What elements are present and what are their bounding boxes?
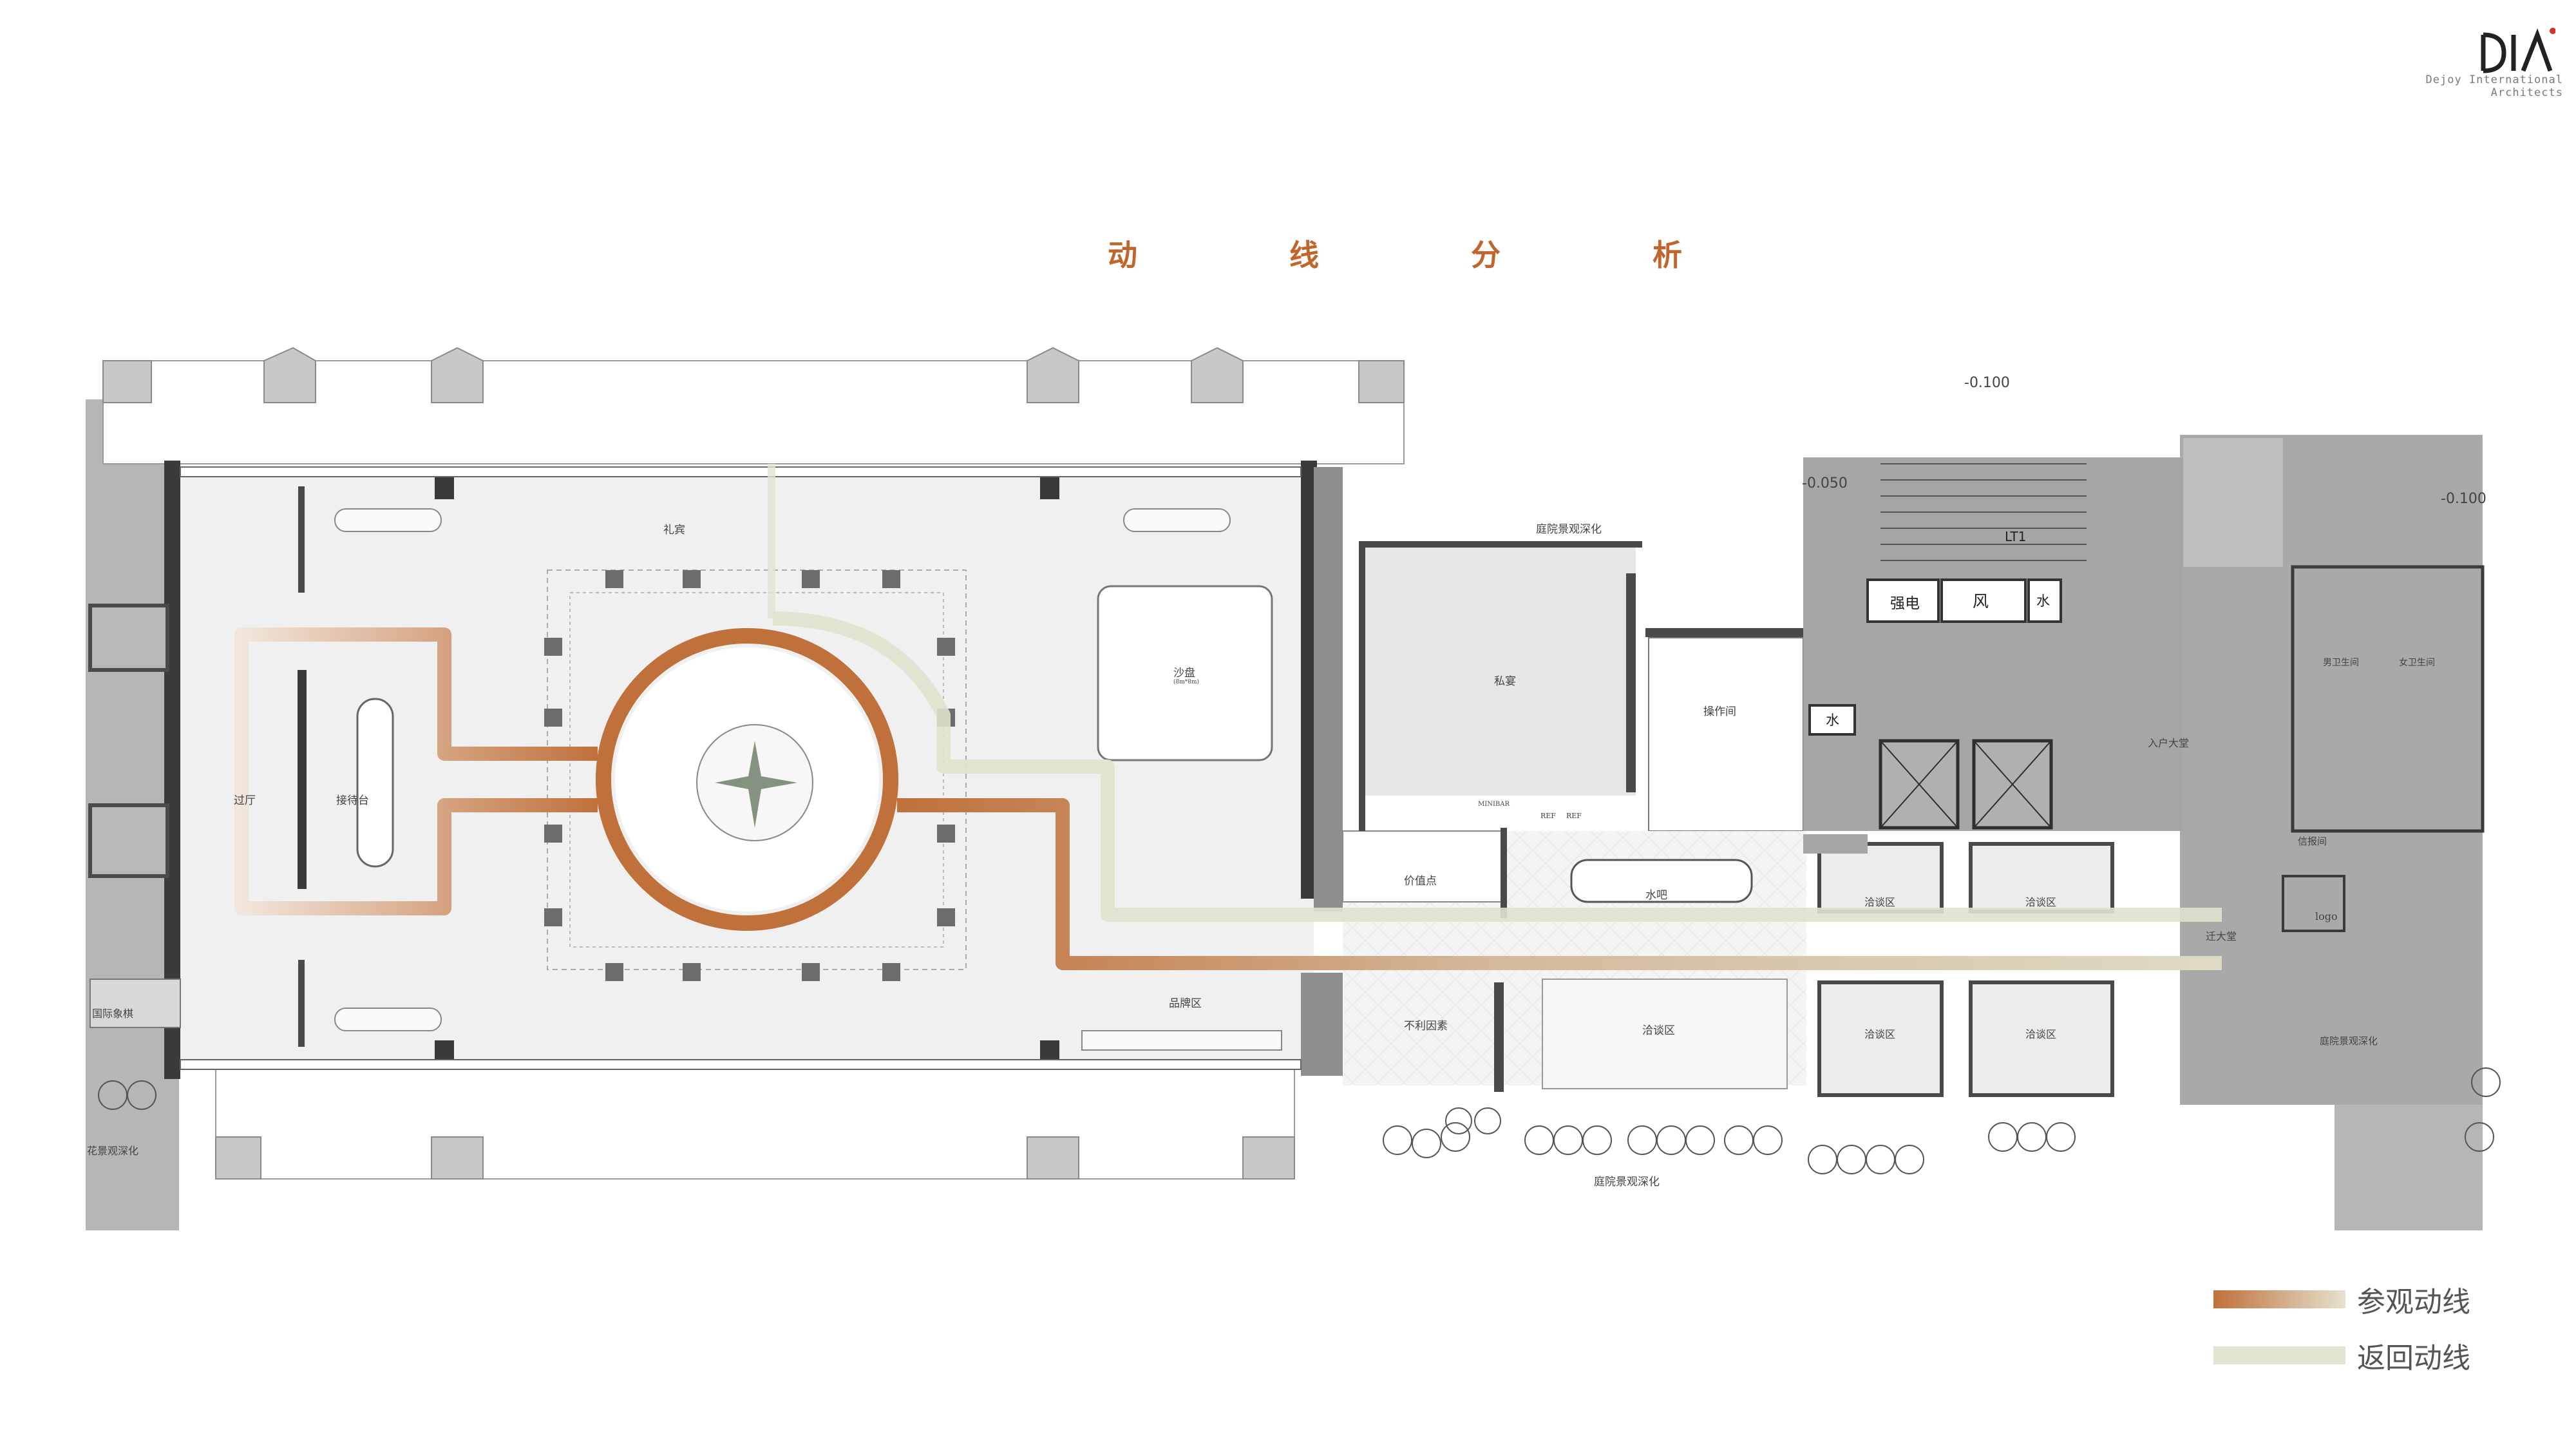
sofa-set	[1542, 979, 1788, 1089]
display-shelf	[1081, 1030, 1282, 1051]
label-hall: 过厅	[234, 794, 256, 807]
label-brand-zone: 品牌区	[1169, 997, 1202, 1010]
columns-bottom	[215, 1136, 1295, 1180]
label-reception: 礼宾	[663, 524, 685, 537]
right-landscape-zone	[2334, 1105, 2483, 1230]
core-rooms	[1808, 578, 2062, 736]
partition-tl	[298, 486, 305, 593]
bench-tl	[334, 508, 442, 532]
private-dining-floor	[1365, 548, 1636, 796]
label-move-out-lobby: 迁大堂	[2206, 930, 2237, 942]
label-water-bar: 水吧	[1645, 889, 1667, 902]
chess-table	[90, 979, 181, 1028]
partition-mid	[298, 670, 307, 889]
brand-logo-icon	[2481, 28, 2555, 73]
label-ref-1: REF	[1540, 812, 1556, 820]
label-male-wc: 男卫生间	[2323, 658, 2359, 668]
label-mail-room: 信报间	[2298, 836, 2327, 847]
label-reception-desk: 接待台	[336, 794, 369, 807]
label-operation-room: 操作间	[1703, 705, 1736, 718]
label-wind: 风	[1973, 592, 1989, 611]
toilet-block	[2291, 565, 2485, 833]
bench-tr	[1123, 508, 1231, 532]
bay-window-top	[88, 604, 169, 672]
label-sandtable-sub: (8m*8m)	[1173, 679, 1200, 685]
label-nego-main: 洽谈区	[1642, 1024, 1675, 1037]
water-bar-counter	[1570, 859, 1753, 903]
visit-route	[234, 467, 2222, 970]
label-ref-2: REF	[1566, 812, 1582, 820]
label-sandtable: 沙盘	[1173, 667, 1195, 680]
label-chess: 国际象棋	[92, 1008, 134, 1020]
label-water-side: 水	[1826, 712, 1839, 728]
columns-top	[102, 347, 1405, 403]
legend-label-visit: 参观动线	[2357, 1286, 2470, 1319]
label-elec: 强电	[1890, 595, 1920, 612]
mail-room	[2282, 875, 2345, 932]
bay-window-bottom	[88, 803, 169, 878]
top-colonnade	[102, 360, 1405, 464]
sand-table	[1097, 585, 1273, 761]
partition-bl	[298, 960, 305, 1047]
main-hall-walls	[164, 461, 1346, 1079]
bench-bl	[334, 1008, 442, 1031]
label-level-2: -0.100	[2441, 491, 2486, 507]
bottom-colonnade	[215, 1069, 1295, 1180]
label-water-top: 水	[2036, 593, 2050, 609]
label-garden-left: 花景观深化	[87, 1145, 139, 1157]
label-negative-factor: 不利因素	[1404, 1020, 1448, 1033]
label-female-wc: 女卫生间	[2399, 658, 2435, 668]
legend-label-return: 返回动线	[2357, 1342, 2470, 1375]
label-garden-right: 庭院景观深化	[2320, 1035, 2378, 1047]
label-garden-bottom: 庭院景观深化	[1594, 1176, 1660, 1189]
operation-room	[1648, 637, 1804, 832]
label-nego-4: 洽谈区	[2025, 1028, 2057, 1040]
label-logo: logo	[2315, 910, 2338, 922]
middle-walls	[1359, 541, 1806, 1092]
central-pillars	[544, 570, 955, 981]
label-level-1: -0.100	[1964, 375, 2010, 391]
label-garden-top: 庭院景观深化	[1536, 523, 1602, 536]
label-lobby-entry: 入户大堂	[2148, 737, 2190, 749]
stairs	[1880, 463, 2087, 561]
mini-bar	[1342, 830, 1504, 903]
label-mini-bar: MINIBAR	[1478, 801, 1510, 808]
label-nego-1: 洽谈区	[1864, 896, 1896, 908]
company-name: Dejoy International Architects	[2425, 73, 2563, 99]
label-level-3: -0.050	[1802, 475, 1848, 492]
page-title: 动 线 分 析	[1108, 238, 1754, 272]
legend-swatch-visit	[2213, 1290, 2345, 1308]
label-private-dining: 私宴	[1494, 675, 1516, 688]
label-nego-3: 洽谈区	[1864, 1028, 1896, 1040]
label-nego-2: 洽谈区	[2025, 896, 2057, 908]
bottom-wall-line	[180, 1059, 1302, 1070]
stair-right	[2183, 438, 2283, 567]
label-value-point: 价值点	[1404, 875, 1437, 888]
legend-swatch-return	[2213, 1346, 2345, 1364]
reception-desk	[356, 698, 394, 868]
label-lt: LT1	[2005, 529, 2027, 544]
return-route	[768, 464, 2222, 922]
trees-bottom	[98, 1067, 2501, 1174]
